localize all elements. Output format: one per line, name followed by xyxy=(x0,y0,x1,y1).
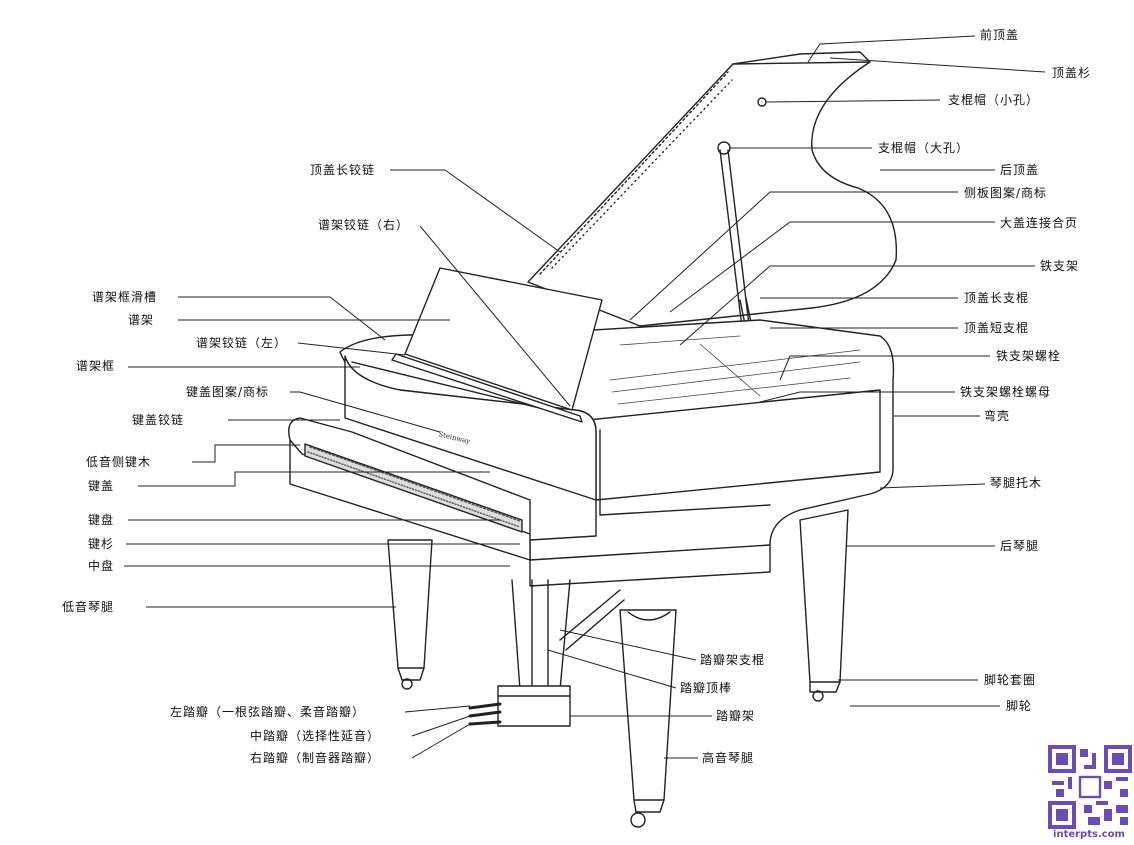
label-treble-leg: 高音琴腿 xyxy=(702,751,755,765)
music-desk-panel xyxy=(404,267,603,411)
label-iron-frame-nut: 铁支架螺栓螺母 xyxy=(960,385,1052,399)
label-keyboard: 键盘 xyxy=(88,513,115,527)
leader-fallboard-logo xyxy=(290,391,441,433)
keys xyxy=(304,443,523,533)
label-lid-long-hinge: 顶盖长铰链 xyxy=(310,163,376,177)
qr-code-watermark xyxy=(1048,745,1132,829)
leader-right-pedal xyxy=(411,723,471,759)
label-stick-cup-small: 支棍帽（小孔） xyxy=(948,93,1040,107)
label-bass-leg: 低音琴腿 xyxy=(62,600,115,614)
label-key-bed: 中盘 xyxy=(88,559,115,573)
label-lid-hinge-joint: 大盖连接合页 xyxy=(1000,216,1079,230)
leader-lyre-brace xyxy=(559,629,697,661)
rear-leg xyxy=(799,509,849,683)
leader-front-lid xyxy=(807,35,976,63)
label-rear-lid: 后顶盖 xyxy=(1000,163,1040,177)
leader-iron-frame xyxy=(679,265,1035,346)
leader-bass-cheek xyxy=(192,444,300,463)
leader-lines xyxy=(124,35,1046,759)
leader-desk-hinge-left xyxy=(297,342,406,356)
label-desk-frame: 谱架框 xyxy=(76,359,116,373)
leader-left-pedal xyxy=(404,705,471,713)
watermark-site: interpts.com xyxy=(1053,829,1125,840)
label-middle-pedal: 中踏瓣（选择性延音） xyxy=(250,729,381,743)
label-desk-hinge-right: 谱架铰链（右） xyxy=(318,218,410,232)
leader-stick-cup-small xyxy=(765,99,941,103)
label-pedal-rod: 踏瓣顶棒 xyxy=(680,681,733,695)
leader-desk-hinge-right xyxy=(419,225,571,407)
label-iron-frame: 铁支架 xyxy=(1040,259,1080,273)
label-desk-frame-slide: 谱架框滑槽 xyxy=(92,290,158,304)
label-rear-leg: 后琴腿 xyxy=(1000,539,1040,553)
label-fallboard-logo: 键盖图案/商标 xyxy=(186,385,270,399)
label-lyre: 踏瓣架 xyxy=(716,709,756,723)
treble-leg xyxy=(619,609,677,801)
label-left-pedal: 左踏瓣（一根弦踏瓣、柔音踏瓣） xyxy=(170,705,366,719)
front-panel xyxy=(344,355,597,501)
label-lid-prop-stick: 顶盖杉 xyxy=(1052,66,1092,80)
label-key-slip: 键杉 xyxy=(88,537,115,551)
leader-leg-block xyxy=(879,483,986,489)
piano-drawing xyxy=(288,51,898,828)
label-rim: 弯壳 xyxy=(984,409,1011,423)
label-leg-block: 琴腿托木 xyxy=(990,476,1043,490)
pedals xyxy=(468,702,502,726)
label-front-lid: 前顶盖 xyxy=(980,28,1020,42)
leader-lid-hinge-joint xyxy=(669,221,995,313)
label-lid-long-stick: 顶盖长支棍 xyxy=(964,291,1030,305)
leader-iron-frame-nut xyxy=(759,391,955,403)
label-music-desk: 谱架 xyxy=(128,313,155,327)
label-desk-hinge-left: 谱架铰链（左） xyxy=(196,336,288,350)
label-caster-cup: 脚轮套圈 xyxy=(984,673,1037,687)
label-bass-cheek: 低音侧键木 xyxy=(86,455,152,469)
label-fallboard: 键盖 xyxy=(88,479,115,493)
bass-leg xyxy=(387,539,433,669)
lyre-brace xyxy=(559,589,625,651)
label-side-logo: 侧板图案/商标 xyxy=(964,186,1048,200)
label-caster: 脚轮 xyxy=(1006,699,1033,713)
label-iron-frame-bolt: 铁支架螺栓 xyxy=(996,349,1062,363)
leader-side-logo xyxy=(629,191,958,321)
keyboard-block xyxy=(289,439,531,561)
label-right-pedal: 右踏瓣（制音器踏瓣） xyxy=(250,751,381,765)
lyre-posts xyxy=(511,579,571,691)
label-lid-short-stick: 顶盖短支棍 xyxy=(964,321,1030,335)
leader-fallboard xyxy=(138,471,490,487)
pedal-box xyxy=(497,685,571,727)
leader-middle-pedal xyxy=(411,715,471,737)
lid xyxy=(527,61,898,327)
leader-iron-frame-bolt xyxy=(779,355,990,381)
leader-pedal-rod xyxy=(547,649,677,689)
label-stick-cup-large: 支棍帽（大孔） xyxy=(878,141,970,155)
label-fallboard-hinge: 键盖铰链 xyxy=(132,413,185,427)
leader-desk-frame-slide xyxy=(178,296,386,341)
label-lyre-brace: 踏瓣架支棍 xyxy=(700,653,766,667)
leader-lid-prop-stick xyxy=(829,57,1046,73)
leader-lid-long-hinge xyxy=(390,169,561,253)
